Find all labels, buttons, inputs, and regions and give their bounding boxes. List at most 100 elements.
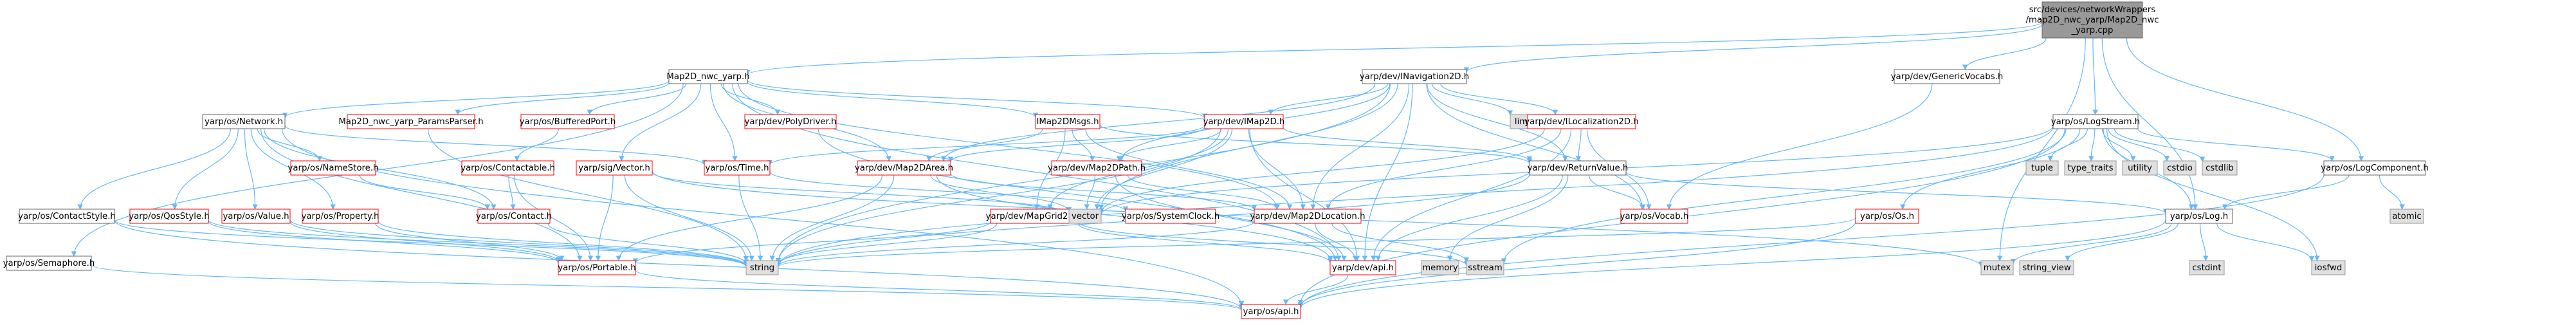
node-qosstyle[interactable]: yarp/os/QosStyle.h [129, 209, 210, 224]
edge-devapi-to-osapi [1283, 274, 1349, 305]
node-label: string_view [2022, 263, 2071, 273]
node-bufport[interactable]: yarp/os/BufferedPort.h [520, 114, 616, 129]
node-iosfwd[interactable]: iosfwd [2311, 260, 2346, 275]
node-namestore[interactable]: yarp/os/NameStore.h [288, 160, 379, 176]
node-returnvalue[interactable]: yarp/dev/ReturnValue.h [1528, 160, 1629, 176]
edge-imap2d-to-time [767, 125, 1205, 166]
edge-inav2d-to-devapi [1362, 83, 1413, 261]
node-label: yarp/os/Vocab.h [1620, 212, 1689, 221]
node-network[interactable]: yarp/os/Network.h [202, 114, 286, 129]
node-mutex[interactable]: mutex [1980, 260, 2014, 275]
edge-property-to-string [378, 220, 749, 266]
node-box [1529, 160, 1627, 176]
edge-contactstyle-to-string [114, 219, 749, 267]
edge-qosstyle-to-portable [208, 221, 562, 264]
node-utility[interactable]: utility [2122, 160, 2158, 176]
node-osos[interactable]: yarp/os/Os.h [1855, 209, 1919, 224]
node-box [6, 255, 92, 271]
node-portable[interactable]: yarp/os/Portable.h [558, 260, 636, 275]
node-tuple[interactable]: tuple [2025, 160, 2059, 176]
node-imap2dmsgs[interactable]: IMap2DMsgs.h [1035, 114, 1101, 129]
node-stringview[interactable]: string_view [2019, 260, 2074, 275]
edge-iloc2d-to-devapi [1371, 128, 1572, 261]
edge-network-to-namestore [257, 128, 322, 162]
node-osapi[interactable]: yarp/os/api.h [1241, 304, 1301, 319]
node-logstream[interactable]: yarp/os/LogStream.h [2051, 114, 2140, 129]
edge-genvocabs-to-vocab [1666, 83, 1933, 210]
node-time[interactable]: yarp/os/Time.h [704, 160, 771, 176]
node-map2d_h[interactable]: Map2D_nwc_yarp.h [666, 69, 750, 84]
edge-contact-to-string [547, 223, 749, 265]
node-label: yarp/os/Semaphore.h [3, 259, 95, 268]
node-oslog[interactable]: yarp/os/Log.h [2165, 209, 2233, 224]
node-box [1980, 260, 2014, 275]
node-iloc2d[interactable]: yarp/dev/ILocalization2D.h [1524, 114, 1639, 129]
node-label: yarp/dev/Map2DArea.h [855, 163, 953, 173]
node-contactstyle[interactable]: yarp/os/ContactStyle.h [18, 209, 116, 224]
edge-map2dloc-to-string [775, 221, 1255, 267]
node-stdvector[interactable]: vector [1068, 209, 1102, 224]
node-label: /map2D_nwc_yarp/Map2D_nwc [2025, 15, 2159, 25]
node-params[interactable]: Map2D_nwc_yarp_ParamsParser.h [338, 114, 484, 129]
edge-network-to-time [284, 125, 708, 166]
node-box [857, 160, 951, 176]
node-sstream[interactable]: sstream [1466, 260, 1504, 275]
node-map2dpath[interactable]: yarp/dev/Map2DPath.h [1048, 160, 1146, 176]
node-value[interactable]: yarp/os/Value.h [221, 209, 291, 224]
node-map2dloc[interactable]: yarp/dev/Map2DLocation.h [1250, 209, 1366, 224]
node-label: yarp/dev/MapGrid2D.h [986, 212, 1083, 221]
edge-map2dpath-to-map2dloc [1127, 174, 1280, 210]
node-mapgrid2d[interactable]: yarp/dev/MapGrid2D.h [986, 209, 1083, 224]
node-memory[interactable]: memory [1421, 260, 1459, 275]
node-cstdlib[interactable]: cstdlib [2202, 160, 2238, 176]
edge-imap2dmsgs-to-map2dpath [1072, 128, 1095, 162]
node-string[interactable]: string [745, 260, 779, 275]
node-property[interactable]: yarp/os/Property.h [302, 209, 379, 224]
node-devapi[interactable]: yarp/dev/api.h [1329, 260, 1396, 275]
node-logcomponent[interactable]: yarp/os/LogComponent.h [2321, 160, 2429, 176]
node-box [1254, 209, 1362, 224]
node-box [2042, 1, 2143, 39]
edge-map2darea-to-string [769, 174, 895, 261]
node-box [1421, 260, 1459, 275]
edge-logstream-to-cstdlib [2114, 128, 2206, 162]
node-map2darea[interactable]: yarp/dev/Map2DArea.h [855, 160, 953, 176]
edge-iloc2d-to-map2dloc [1325, 128, 1562, 210]
node-semaphore[interactable]: yarp/os/Semaphore.h [3, 255, 95, 271]
node-cstdint[interactable]: cstdint [2189, 260, 2225, 275]
edge-map2dpath-to-stdvector [1084, 174, 1095, 210]
node-vocab[interactable]: yarp/os/Vocab.h [1620, 209, 1689, 224]
node-imap2d[interactable]: yarp/dev/IMap2D.h [1203, 114, 1285, 129]
edge-inav2d-to-vocab [1426, 83, 1645, 210]
edge-imap2d-to-map2darea [947, 127, 1205, 162]
node-contactable[interactable]: yarp/os/Contactable.h [461, 160, 555, 176]
node-vector[interactable]: yarp/sig/Vector.h [576, 160, 653, 176]
node-label: yarp/dev/IMap2D.h [1203, 117, 1285, 127]
edge-root-to-logstream [2092, 37, 2098, 115]
node-label: cstdint [2192, 263, 2221, 273]
node-inav2d[interactable]: yarp/dev/INavigation2D.h [1360, 69, 1469, 84]
node-label: yarp/os/BufferedPort.h [520, 117, 616, 127]
node-label: cstdlib [2206, 163, 2234, 173]
node-label: string [750, 263, 774, 273]
node-root[interactable]: src/devices/networkWrappers/map2D_nwc_ya… [2025, 1, 2159, 39]
node-typetraits[interactable]: type_traits [2064, 160, 2117, 176]
edge-imap2d-to-returnvalue [1283, 127, 1533, 162]
node-atomic[interactable]: atomic [2389, 209, 2424, 224]
node-box [1329, 260, 1396, 275]
node-polydriver[interactable]: yarp/dev/PolyDriver.h [744, 114, 837, 129]
node-systemclock[interactable]: yarp/os/SystemClock.h [1122, 209, 1219, 224]
edge-namestore-to-contact [359, 174, 490, 210]
node-box [2122, 160, 2158, 176]
node-box [745, 260, 779, 275]
node-cstdio[interactable]: cstdio [2163, 160, 2197, 176]
node-box [2202, 160, 2238, 176]
edge-osos-to-osapi [1297, 221, 1856, 308]
node-contact[interactable]: yarp/os/Contact.h [476, 209, 552, 224]
edge-logstream-to-osos [1900, 128, 2081, 210]
edge-logcomponent-to-oslog [2222, 174, 2350, 210]
node-genvocabs[interactable]: yarp/dev/GenericVocabs.h [1891, 69, 2004, 84]
node-box [1125, 209, 1216, 224]
node-box [290, 160, 376, 176]
edge-vector-to-string [624, 174, 754, 261]
